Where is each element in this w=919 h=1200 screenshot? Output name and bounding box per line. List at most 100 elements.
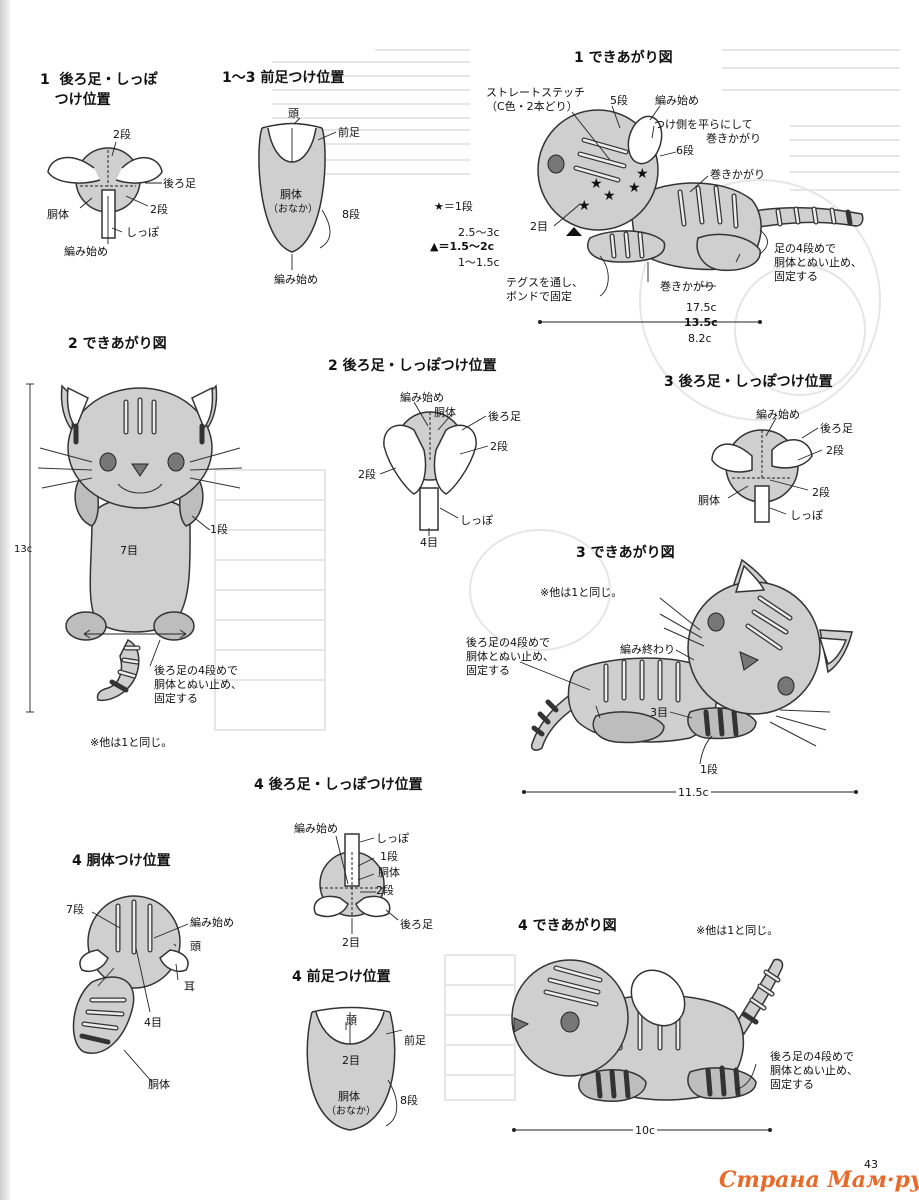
legend-size1: 2.5〜3c bbox=[458, 226, 500, 239]
sec3-done-cat bbox=[519, 558, 858, 794]
sec4-done-foot2: 胴体とぬい止め、 bbox=[770, 1064, 858, 1077]
sec4-done-note: ※他は1と同じ。 bbox=[696, 924, 779, 937]
sec1-hind-tail-label: しっぽ bbox=[126, 226, 159, 239]
sec4-body-me4: 4目 bbox=[144, 1016, 162, 1029]
sec4-front-dan8: 8段 bbox=[400, 1094, 418, 1107]
sec2-hind-title: 2 後ろ足・しっぽつけ位置 bbox=[328, 358, 497, 374]
sec4-body-start: 編み始め bbox=[190, 916, 234, 929]
sec1-done-dan5: 5段 bbox=[610, 94, 628, 107]
sec4-front-belly-label: （おなか） bbox=[326, 1106, 376, 1117]
svg-text:★: ★ bbox=[636, 166, 649, 182]
sec4-hind-dan1: 1段 bbox=[380, 850, 398, 863]
sec4-front-head-label: 頭 bbox=[346, 1014, 357, 1027]
sec2-done-height: 13c bbox=[14, 544, 33, 555]
sec3-done-title: 3 できあがり図 bbox=[576, 545, 675, 561]
sec3-hind-diagram bbox=[711, 417, 823, 523]
sec4-body-ear-label: 耳 bbox=[184, 980, 195, 993]
sec2-hind-start: 編み始め bbox=[400, 391, 444, 404]
sec4-hind-diagram bbox=[313, 833, 399, 934]
book-spine-shadow bbox=[0, 0, 10, 1200]
sec1-done-title: 1 できあがり図 bbox=[574, 50, 673, 66]
sec1-done-dan6: 6段 bbox=[676, 144, 694, 157]
watermark-logo: Страна Мам·ру bbox=[719, 1167, 919, 1193]
sec1-done-foot1: 足の4段めで bbox=[774, 242, 836, 255]
sec4-body-head-label: 頭 bbox=[190, 940, 201, 953]
sec3-done-dan1: 1段 bbox=[700, 763, 718, 776]
sec2-done-me7: 7目 bbox=[120, 544, 138, 557]
sec3-hind-title: 3 後ろ足・しっぽつけ位置 bbox=[664, 374, 833, 390]
sec1-done-cat: ★★★ ★★ bbox=[537, 105, 864, 324]
sec4-hind-start: 編み始め bbox=[294, 822, 338, 835]
sec1-done-start: 編み始め bbox=[655, 94, 699, 107]
sec4-hind-title: 4 後ろ足・しっぽつけ位置 bbox=[254, 777, 423, 793]
sec3-done-end: 編み終わり bbox=[620, 643, 675, 656]
sec1-hind-body-label: 胴体 bbox=[47, 208, 69, 221]
sec4-front-leg-label: 前足 bbox=[404, 1034, 426, 1047]
sec4-hind-leg-label: 後ろ足 bbox=[400, 918, 433, 931]
sec3-done-foot3: 固定する bbox=[466, 664, 510, 677]
sec2-done-title: 2 できあがり図 bbox=[68, 336, 167, 352]
sec3-done-foot2: 胴体とぬい止め、 bbox=[466, 650, 554, 663]
sec2-hind-diagram bbox=[379, 401, 489, 536]
svg-text:★: ★ bbox=[590, 176, 603, 192]
sec4-body-diagram bbox=[72, 895, 189, 1083]
sec2-hind-tail-label: しっぽ bbox=[460, 514, 493, 527]
sec1-front-body-label: 胴体 bbox=[280, 188, 302, 201]
sec2-hind-me4: 4目 bbox=[420, 536, 438, 549]
sec3-hind-start: 編み始め bbox=[756, 408, 800, 421]
sec3-hind-tail-label: しっぽ bbox=[790, 509, 823, 522]
sec2-done-note: ※他は1と同じ。 bbox=[90, 736, 173, 749]
legend-size3: 1〜1.5c bbox=[458, 256, 500, 269]
sec4-hind-body-label: 胴体 bbox=[378, 866, 400, 879]
sec2-hind-leg-label: 後ろ足 bbox=[488, 410, 521, 423]
sec3-done-me3: 3目 bbox=[650, 706, 668, 719]
sec1-done-me2: 2目 bbox=[530, 220, 548, 233]
svg-text:★: ★ bbox=[628, 180, 641, 196]
sec4-done-title: 4 できあがり図 bbox=[518, 918, 617, 934]
sec1-done-straight2: （C色・2本どり） bbox=[486, 100, 578, 113]
sec1-hind-diagram bbox=[47, 141, 163, 244]
sec1-done-dim1: 17.5c bbox=[686, 301, 717, 314]
sec2-done-foot3: 固定する bbox=[154, 692, 198, 705]
sec4-done-foot1: 後ろ足の4段めで bbox=[770, 1050, 854, 1063]
sec4-front-title: 4 前足つけ位置 bbox=[292, 969, 391, 985]
sec3-done-foot1: 後ろ足の4段めで bbox=[466, 636, 550, 649]
sec1-hind-dan2: 2段 bbox=[150, 203, 168, 216]
sec1-done-flat1: つけ側を平らにして bbox=[654, 118, 753, 131]
sec1-hind-start: 編み始め bbox=[64, 245, 108, 258]
sec1-done-whip-a: 巻きかがり bbox=[710, 168, 765, 181]
sec1-done-tegusu1: テグスを通し、 bbox=[506, 276, 583, 289]
sec1-front-dan8: 8段 bbox=[342, 208, 360, 221]
sec1-front-leg-label: 前足 bbox=[338, 126, 360, 139]
svg-text:★: ★ bbox=[603, 188, 616, 204]
legend-star: ★＝1段 bbox=[434, 200, 473, 213]
sec2-done-foot1: 後ろ足の4段めで bbox=[154, 664, 238, 677]
svg-text:★: ★ bbox=[578, 198, 591, 214]
sec3-done-note: ※他は1と同じ。 bbox=[540, 586, 623, 599]
legend-triangle: ▲＝1.5〜2c bbox=[430, 240, 495, 253]
sec1-done-foot3: 固定する bbox=[774, 270, 818, 283]
sec4-body-dan7: 7段 bbox=[66, 903, 84, 916]
sec1-front-diagram bbox=[258, 117, 337, 270]
sec1-done-tegusu2: ボンドで固定 bbox=[506, 290, 572, 303]
sec1-done-flat2: 巻きかがり bbox=[706, 132, 761, 145]
sec1-done-whip-b: 巻きかがり bbox=[660, 280, 715, 293]
sec3-hind-body-label: 胴体 bbox=[698, 494, 720, 507]
sec1-front-title: 1〜3 前足つけ位置 bbox=[222, 70, 345, 86]
sec4-body-title: 4 胴体つけ位置 bbox=[72, 853, 171, 869]
sec4-hind-dan2: 2段 bbox=[376, 884, 394, 897]
sec1-done-dim2: 13.5c bbox=[684, 316, 718, 329]
sec1-front-belly-label: （おなか） bbox=[268, 204, 318, 215]
sec4-done-foot3: 固定する bbox=[770, 1078, 814, 1091]
sec4-hind-tail-label: しっぽ bbox=[376, 832, 409, 845]
sec4-hind-me2: 2目 bbox=[342, 936, 360, 949]
sec1-hind-legl-label: 後ろ足 bbox=[163, 177, 196, 190]
sec4-front-me2: 2目 bbox=[342, 1054, 360, 1067]
sec1-done-straight1: ストレートステッチ bbox=[486, 86, 585, 99]
sec2-done-dan1: 1段 bbox=[210, 523, 228, 536]
sec3-hind-leg-label: 後ろ足 bbox=[820, 422, 853, 435]
sec4-front-diagram bbox=[306, 1006, 403, 1131]
